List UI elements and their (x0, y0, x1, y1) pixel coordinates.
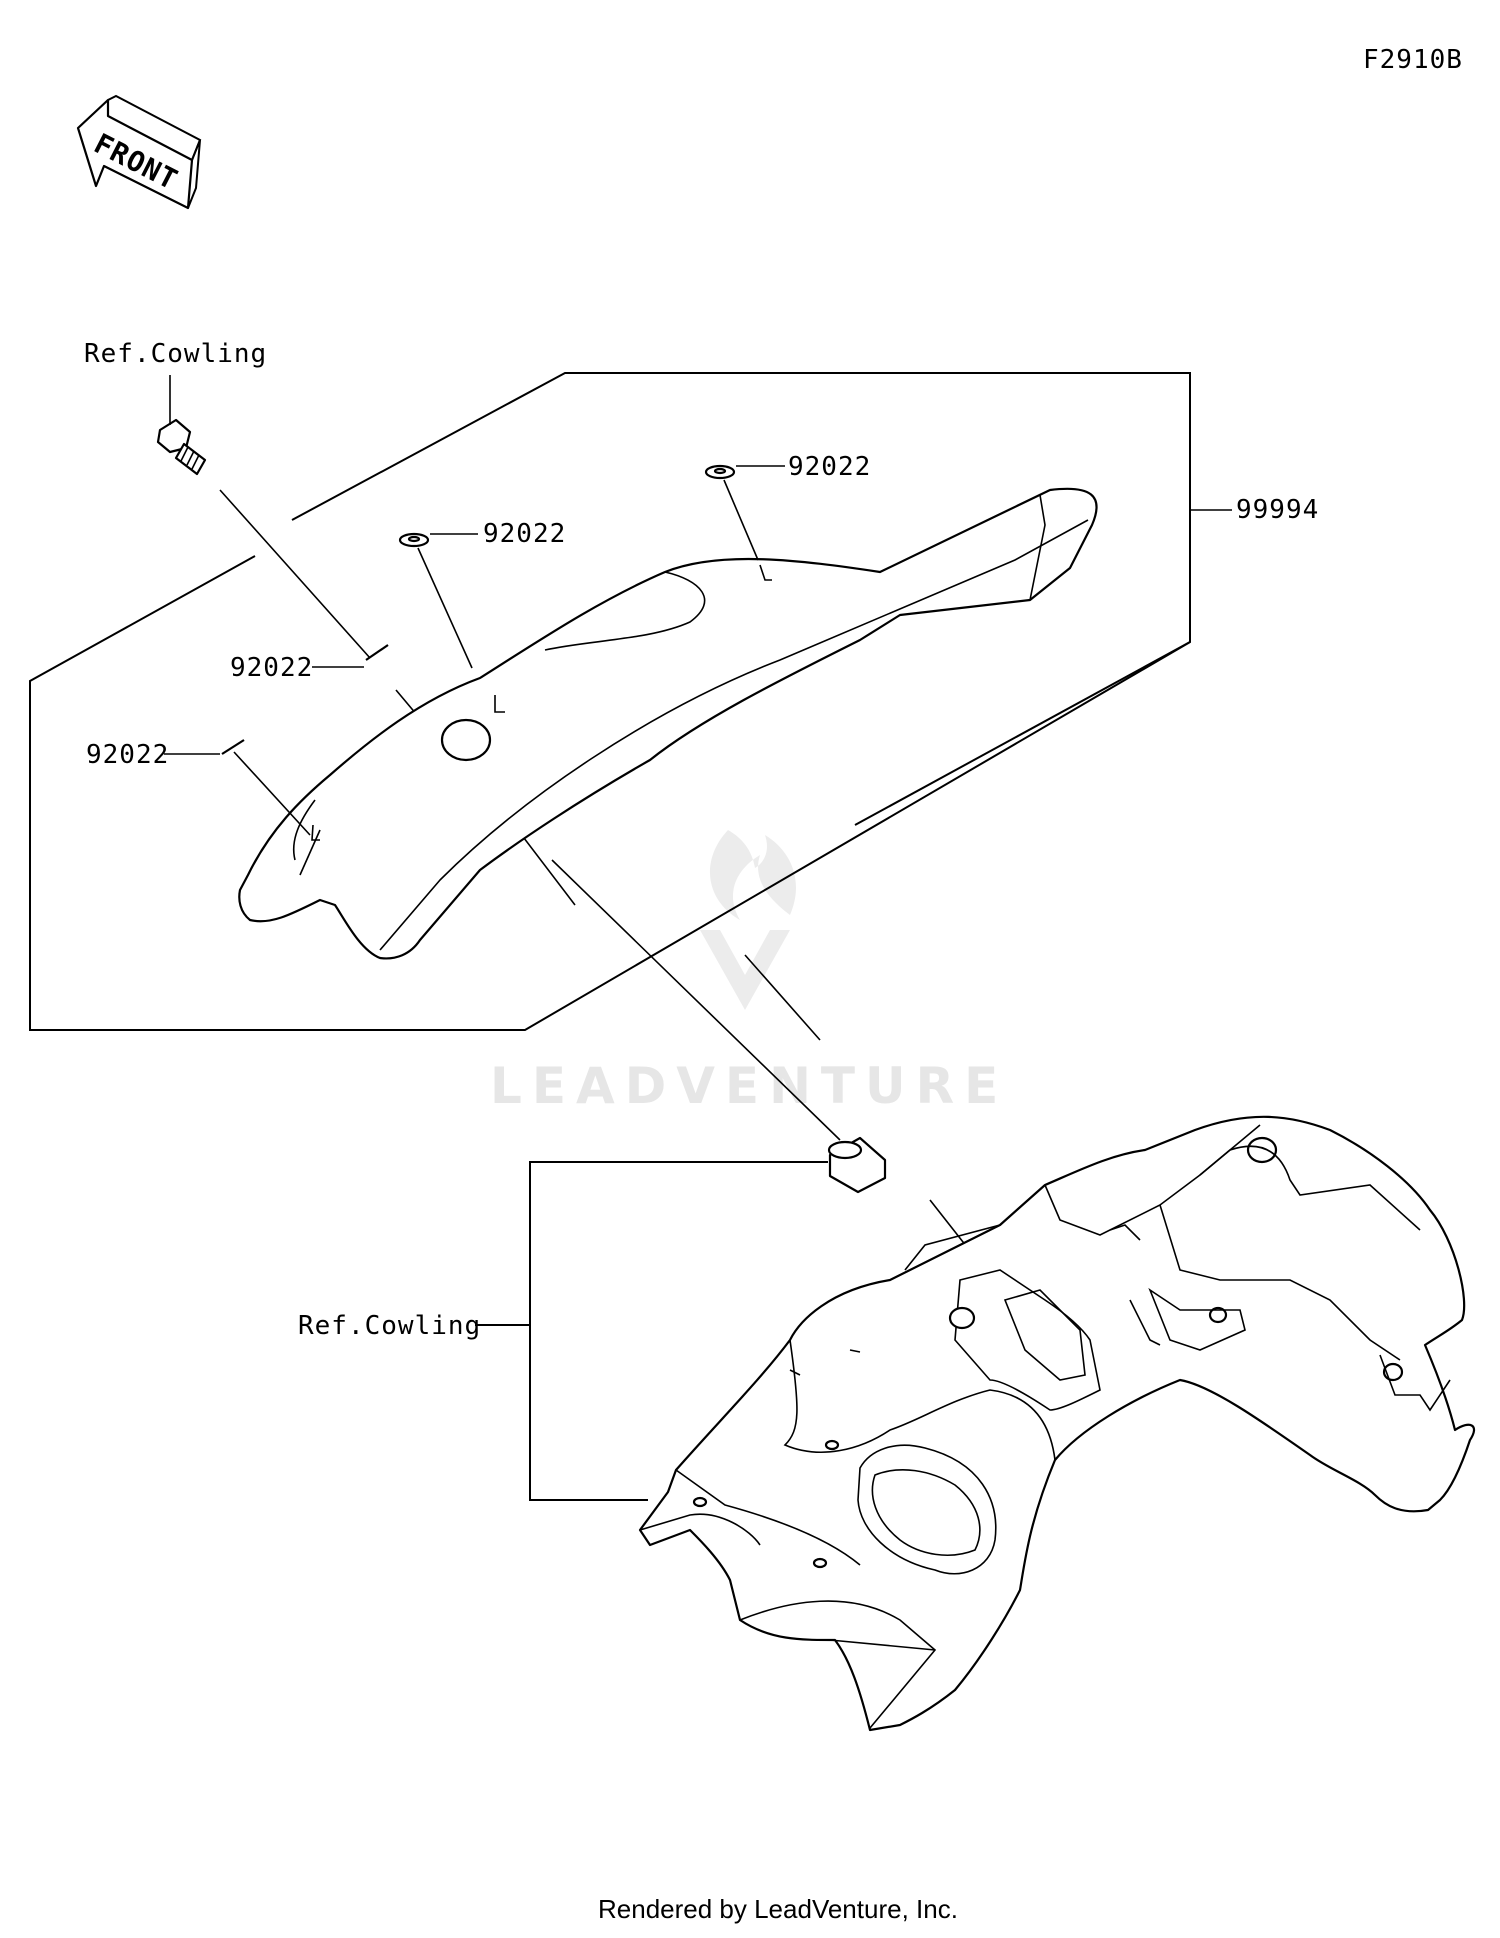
figure-code: F2910B (1363, 45, 1463, 75)
leadventure-watermark: LEADVENTURE (490, 830, 1008, 1115)
kit-outline (29, 372, 1191, 1031)
cowling-frame (638, 1115, 1476, 1732)
front-direction-arrow-icon: FRONT (76, 94, 202, 210)
washer-left-upper (312, 644, 389, 668)
leadventure-flame-logo (700, 830, 796, 1010)
ref-cowling-top-label: Ref.Cowling (84, 339, 267, 369)
top-cowl-cover (238, 487, 1098, 960)
washer-top-center (398, 532, 478, 669)
grommet (827, 1136, 887, 1194)
kit-outline-right-segment (854, 641, 1191, 826)
kit-label: 99994 (1236, 495, 1319, 525)
washer-top-right (704, 464, 785, 561)
footer-credit: Rendered by LeadVenture, Inc. (598, 1894, 958, 1924)
washer-label-left-lower: 92022 (86, 740, 169, 770)
watermark-text: LEADVENTURE (490, 1057, 1008, 1115)
washer-label-top-right: 92022 (788, 452, 871, 482)
washer-label-top-center: 92022 (483, 519, 566, 549)
ref-cowling-bracket (475, 1161, 828, 1501)
ref-cowling-bottom-label: Ref.Cowling (298, 1311, 481, 1341)
washer-label-left-upper: 92022 (230, 653, 313, 683)
washer-left-lower (164, 739, 311, 836)
cowling-bolt (156, 418, 207, 476)
